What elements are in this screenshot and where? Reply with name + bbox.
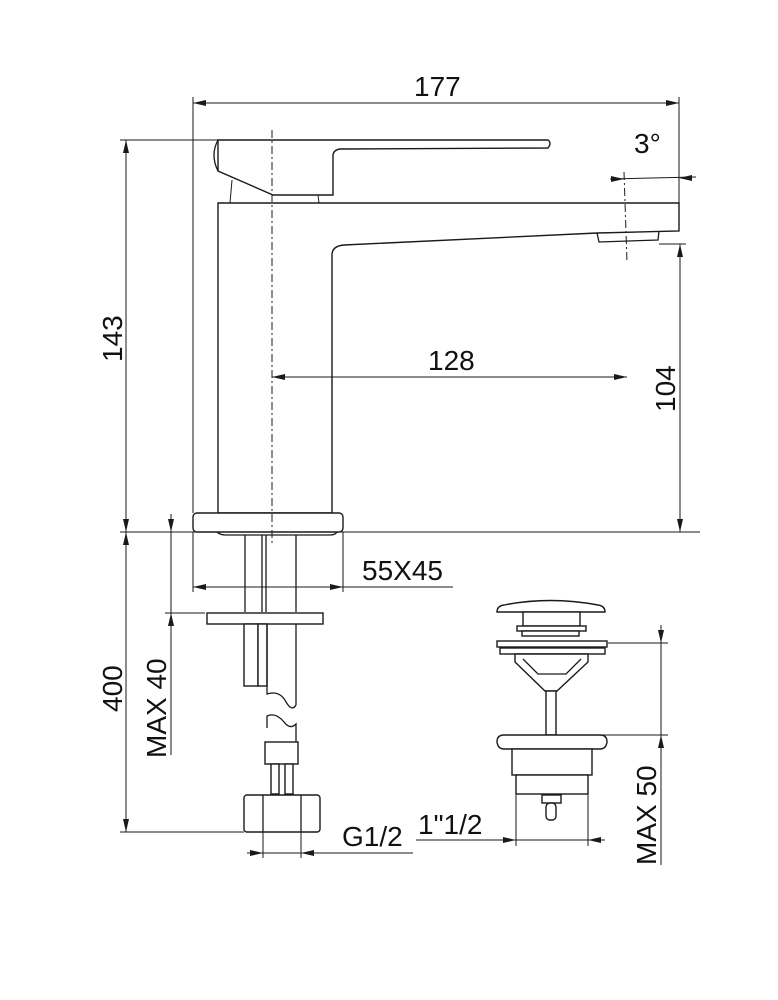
- mixer-body: [217, 202, 680, 514]
- dimension-spout-angle: 3°: [609, 128, 697, 182]
- dim-3-degrees: 3°: [634, 128, 661, 159]
- dim-g12: G1/2: [342, 821, 403, 852]
- fixing-plate: [206, 612, 324, 625]
- dimension-overall-height: 143: [97, 139, 700, 533]
- base-plate: [192, 512, 344, 536]
- dimension-hose-length: 400: [97, 532, 244, 833]
- dim-1-1-2: 1"1/2: [418, 809, 482, 840]
- dimension-waste-thread: 1"1/2: [416, 794, 605, 846]
- pop-up-waste: [496, 599, 608, 821]
- dimension-max-deck: MAX 40: [141, 514, 205, 758]
- dim-55x45: 55X45: [362, 555, 443, 586]
- dimension-hose-connection: G1/2: [247, 821, 413, 858]
- spout-center-line: [623, 171, 628, 263]
- dimension-overall-width: 177: [192, 71, 680, 513]
- dim-104: 104: [650, 365, 681, 412]
- hose-nut: [243, 794, 321, 833]
- dimension-spout-reach: 128: [272, 345, 627, 380]
- dim-128: 128: [428, 345, 475, 376]
- dim-max-50: MAX 50: [631, 765, 662, 865]
- dimension-max-waste: MAX 50: [600, 625, 668, 865]
- dim-177: 177: [414, 71, 461, 102]
- flexible-hose: [243, 623, 299, 795]
- dimension-spout-height: 104: [650, 243, 686, 532]
- dim-max-40: MAX 40: [141, 658, 172, 758]
- dim-400: 400: [97, 665, 128, 712]
- dim-143: 143: [97, 315, 128, 362]
- dimension-base-size: 55X45: [192, 532, 453, 592]
- lever-handle: [213, 139, 551, 204]
- threaded-rod: [244, 535, 297, 612]
